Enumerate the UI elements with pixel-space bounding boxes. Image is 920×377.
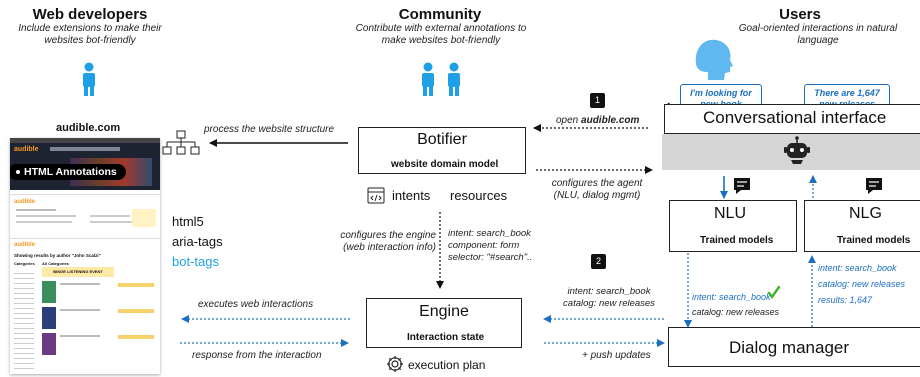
dialog-manager-title: Dialog manager xyxy=(729,338,850,357)
check-icon xyxy=(767,285,781,300)
label-open-target: audible.com xyxy=(581,115,640,126)
label-dm-to-nlg: intent: search_book catalog: new release… xyxy=(818,260,905,308)
label-dm-to-nlg-line2: catalog: new releases xyxy=(818,279,906,289)
label-configures-engine: configures the engine (web interaction i… xyxy=(330,230,436,254)
code-window-icon-intents xyxy=(367,187,385,204)
website-screenshot: audible HTML Annotations audible audible… xyxy=(10,138,160,374)
audible-logo: audible xyxy=(14,146,39,153)
label-intent-config-line1: intent: search_book xyxy=(448,228,531,239)
label-nlu-to-dm-line2: catalog: new releases xyxy=(692,307,780,317)
community-title: Community xyxy=(398,6,482,23)
audible-results-page: audible xyxy=(10,194,160,235)
sitemap-icon xyxy=(162,130,200,155)
robot-icon xyxy=(784,136,810,164)
step-1-badge: 1 xyxy=(590,93,605,108)
engine-title: Engine xyxy=(419,303,469,320)
categories-label: Categories xyxy=(14,261,35,266)
botifier-resources: resources xyxy=(450,188,508,203)
label-dm-to-nlg-line3: results: 1,647 xyxy=(818,295,873,305)
conversational-interface-title: Conversational interface xyxy=(703,108,887,127)
label-response: response from the interaction xyxy=(192,350,322,361)
html-annotations-badge: HTML Annotations xyxy=(10,164,126,180)
chat-icon-nlu xyxy=(734,178,750,194)
conversational-interface-box: Conversational interface xyxy=(664,104,920,134)
nlu-title: NLU xyxy=(714,205,747,222)
botifier-title: Botifier xyxy=(417,131,467,148)
users-subtitle: Goal-oriented interactions in natural la… xyxy=(738,23,898,46)
extensions-list: html5 aria-tags bot-tags xyxy=(172,212,223,272)
extension-html5: html5 xyxy=(172,214,204,229)
web-developers-title: Web developers xyxy=(32,6,148,23)
label-push-updates: + push updates xyxy=(582,350,651,361)
user-head-icon xyxy=(695,39,733,80)
extension-bot-tags: bot-tags xyxy=(172,254,219,269)
nlg-models: Trained models xyxy=(837,235,911,246)
label-dm-to-engine-line1: intent: search_book xyxy=(567,286,651,297)
users-title: Users xyxy=(779,6,821,23)
label-intent-config-line2: component: form xyxy=(448,240,520,251)
botifier-box: Botifier website domain model xyxy=(358,127,526,174)
label-dm-to-nlg-line1: intent: search_book xyxy=(818,263,897,273)
label-dm-to-engine-line2: catalog: new releases xyxy=(563,298,655,309)
label-configures-agent: configures the agent (NLU, dialog mgmt) xyxy=(544,178,650,202)
search-heading: Showing results by author "John Scalzi" xyxy=(14,253,101,258)
label-configures-engine-line1: configures the engine xyxy=(340,230,436,241)
audible-logo-3: audible xyxy=(14,242,36,248)
nlu-box: NLU Trained models xyxy=(669,200,797,252)
html-annotations-label: HTML Annotations xyxy=(24,166,117,178)
community-subtitle: Contribute with external annotations to … xyxy=(355,23,527,46)
nlu-models: Trained models xyxy=(700,235,774,246)
label-intent-config: intent: search_book component: form sele… xyxy=(448,228,532,264)
engine-state: Interaction state xyxy=(407,332,485,343)
label-dm-to-engine: intent: search_book catalog: new release… xyxy=(556,286,662,310)
engine-box: Engine Interaction state xyxy=(366,298,522,348)
step-2-badge: 2 xyxy=(591,254,606,269)
botifier-model: website domain model xyxy=(391,159,499,170)
person-icon-community-a xyxy=(422,62,434,96)
audible-logo-2: audible xyxy=(14,199,36,205)
gear-icon xyxy=(387,356,403,372)
botifier-intents: intents xyxy=(392,188,431,203)
nlg-title: NLG xyxy=(849,205,882,222)
label-executes-web: executes web interactions xyxy=(198,299,314,310)
website-name: audible.com xyxy=(56,122,121,134)
binge-banner: BINGE LISTENING EVENT xyxy=(42,267,114,277)
label-open-prefix: open xyxy=(556,115,582,126)
label-configures-agent-line1: configures the agent xyxy=(551,178,643,189)
chat-icon-nlg xyxy=(866,178,882,194)
nlg-box: NLG Trained models xyxy=(804,200,920,252)
person-icon-community-b xyxy=(448,62,460,96)
dialog-manager-box: Dialog manager xyxy=(668,327,920,367)
label-nlu-to-dm-line1: intent: search_book xyxy=(692,292,771,302)
person-icon-developer xyxy=(83,62,95,96)
label-process-structure: process the website structure xyxy=(204,124,335,135)
label-configures-engine-line2: (web interaction info) xyxy=(343,242,436,253)
label-intent-config-line3: selector: "#search".. xyxy=(448,252,533,263)
web-developers-subtitle: Include extensions to make their website… xyxy=(18,23,162,46)
label-open-audible: open audible.com xyxy=(556,115,639,127)
audible-search-page: audible Showing results by author "John … xyxy=(10,238,160,374)
all-categories-label: All Categories xyxy=(42,261,69,266)
label-configures-agent-line2: (NLU, dialog mgmt) xyxy=(553,190,641,201)
label-nlu-to-dm: intent: search_book catalog: new release… xyxy=(692,291,779,318)
engine-plan: execution plan xyxy=(408,358,486,372)
extension-aria-tags: aria-tags xyxy=(172,234,223,249)
